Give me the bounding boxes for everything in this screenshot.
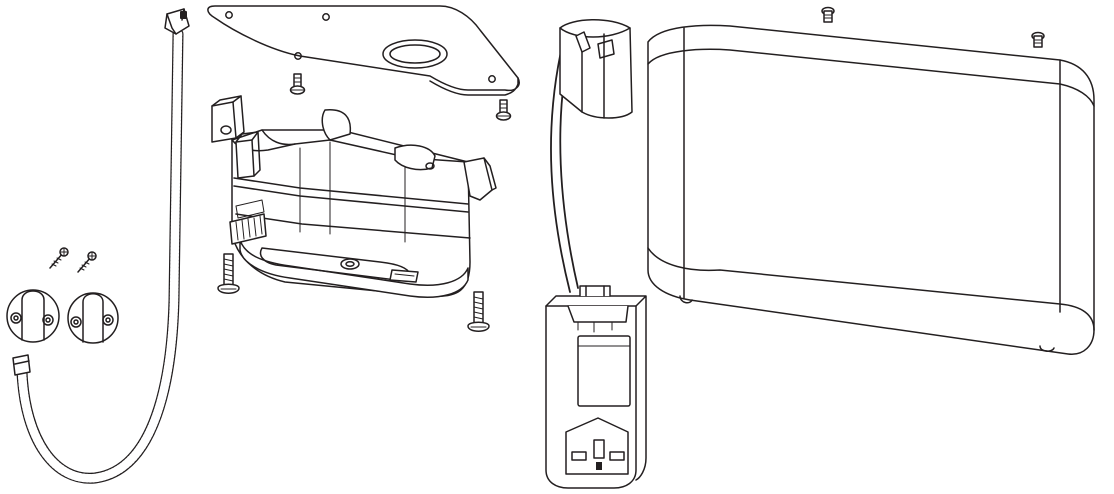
terminal-strip	[229, 199, 267, 245]
flexible-drain-hose	[12, 8, 190, 484]
plug-in-power-supply	[545, 285, 647, 489]
hose-clip-left	[6, 289, 60, 343]
hose-clip-right	[67, 292, 119, 344]
body-fixing-screw-right	[467, 291, 490, 332]
condensate-pump-body	[211, 95, 497, 298]
cover-screw-2	[1031, 31, 1045, 48]
plate-screw-1	[289, 73, 306, 95]
plate-screw-2	[495, 99, 512, 121]
wall-screw-left-2	[77, 251, 97, 273]
power-lead-with-sleeve	[550, 19, 633, 293]
pump-cover	[647, 24, 1095, 355]
wall-mounting-plate	[207, 5, 520, 96]
wall-screw-left-1	[49, 247, 69, 269]
body-fixing-screw-left	[217, 253, 240, 294]
cover-screw-1	[821, 6, 835, 23]
